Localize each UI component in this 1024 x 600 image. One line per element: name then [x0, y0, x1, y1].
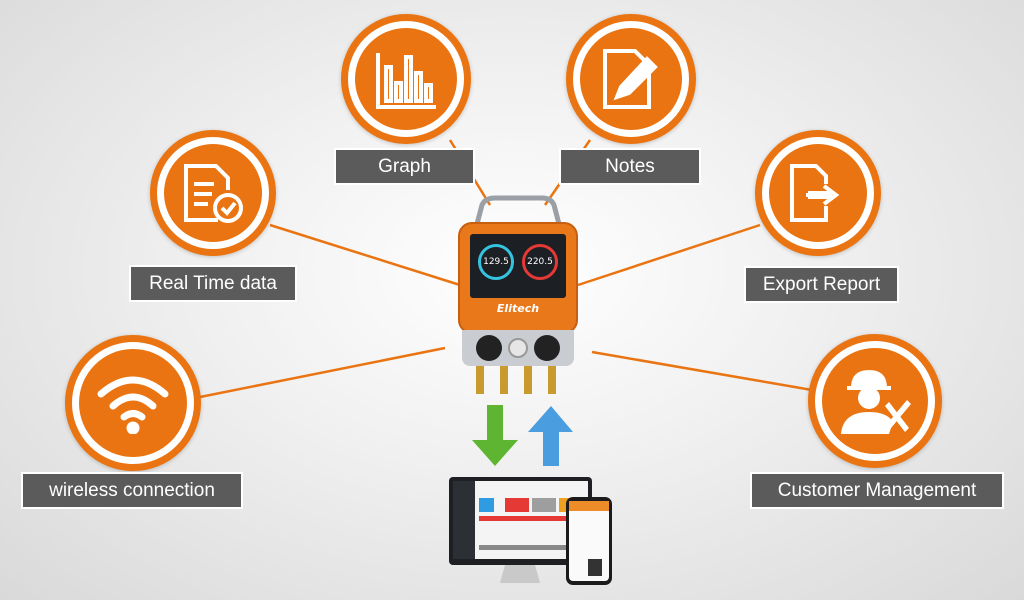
notes-feature-circle — [566, 14, 696, 144]
feature-label-export: Export Report — [746, 268, 897, 301]
graph-feature-circle — [341, 14, 471, 144]
wireless-feature-circle — [65, 335, 201, 471]
smartphone — [566, 497, 612, 585]
engineer-tools-icon — [841, 370, 911, 434]
note-edit-icon — [603, 49, 658, 109]
customer-feature-circle — [808, 334, 942, 468]
brass-ports — [476, 366, 560, 394]
left-pressure-gauge: 129.5 — [478, 244, 514, 280]
feature-label-wireless: wireless connection — [23, 474, 241, 507]
connector-wireless — [194, 346, 446, 400]
upload-arrow-icon — [528, 406, 573, 466]
right-pressure-gauge: 220.5 — [522, 244, 558, 280]
feature-label-graph: Graph — [336, 150, 473, 183]
feature-label-customer: Customer Management — [752, 474, 1002, 507]
connector-customer — [591, 350, 813, 392]
desktop-monitor — [449, 477, 592, 583]
feature-label-realtime: Real Time data — [131, 267, 295, 300]
export-document-icon — [790, 164, 840, 222]
connector-realtime — [269, 223, 461, 287]
digital-manifold-gauge: 129.5 220.5 Elitech — [458, 222, 578, 334]
valve-panel — [462, 330, 574, 366]
device-brand: Elitech — [496, 302, 540, 315]
download-arrow-icon — [472, 405, 518, 466]
document-clock-icon — [184, 164, 243, 223]
right-valve-knob[interactable] — [534, 335, 560, 361]
realtime-feature-circle — [150, 130, 276, 256]
bar-chart-icon — [376, 53, 436, 109]
export-feature-circle — [755, 130, 881, 256]
feature-label-notes: Notes — [561, 150, 699, 183]
sight-glass — [508, 338, 528, 358]
wifi-icon — [97, 376, 169, 434]
connector-export — [577, 223, 761, 287]
left-valve-knob[interactable] — [476, 335, 502, 361]
device-screen: 129.5 220.5 — [470, 234, 566, 298]
